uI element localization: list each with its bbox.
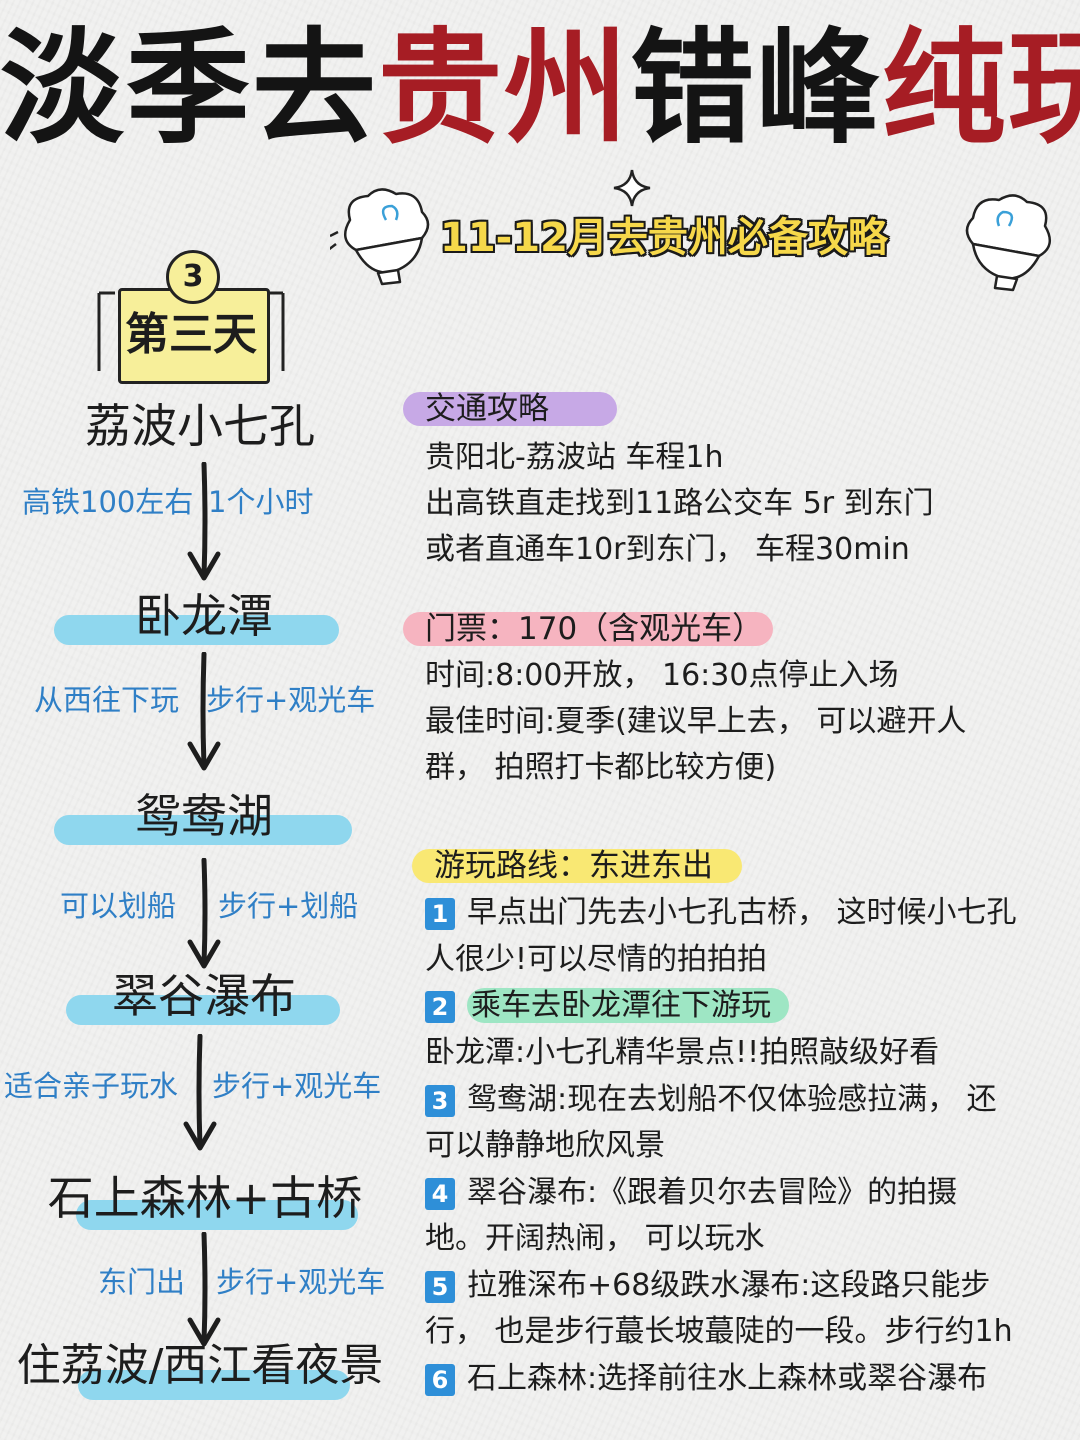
flow-note-left-2: 从西往下玩 [34, 683, 180, 717]
flow-note-left-4: 适合亲子玩水 [4, 1069, 179, 1103]
day-number-badge: 3 [166, 250, 220, 304]
page-title: 淡季去贵州错峰纯玩 [0, 14, 1080, 164]
route-item-1-text: 早点出门先去小七孔古桥， 这时候小七孔 [467, 895, 1017, 930]
title-part-2: 贵州 [378, 17, 631, 161]
route-item-3-cont: 可以静静地欣风景 [425, 1128, 665, 1163]
stop-highlight [54, 815, 352, 845]
route-number-5: 5 [425, 1270, 455, 1303]
flow-note-right-5: 步行+观光车 [216, 1265, 386, 1299]
route-item-5-text: 拉雅深布+68级跌水瀑布:这段路只能步 [467, 1268, 991, 1303]
title-part-1: 淡季去 [0, 17, 379, 161]
stop-highlight [54, 615, 339, 645]
traffic-line-3: 或者直通车10r到东门， 车程30min [425, 532, 910, 567]
ticket-tag: 门票：170（含观光车） [403, 612, 773, 646]
flow-stop-1: 荔波小七孔 [85, 399, 315, 453]
ticket-line-3: 群， 拍照打卡都比较方便) [425, 750, 777, 785]
ticket-line-2: 最佳时间:夏季(建议早上去， 可以避开人 [425, 704, 967, 739]
route-item-4: 4 翠谷瀑布:《跟着贝尔去冒险》的拍摄 [425, 1173, 957, 1213]
route-number-1: 1 [425, 897, 455, 930]
down-arrow-icon [183, 1034, 217, 1151]
flow-stop-6: 住荔波/西江看夜景 [16, 1340, 384, 1391]
day-badge [118, 288, 270, 384]
flow-note-right-2: 步行+观光车 [206, 683, 376, 717]
traffic-tag: 交通攻略 [403, 392, 617, 426]
down-arrow-icon [187, 1232, 221, 1347]
flow-note-right-4: 步行+观光车 [212, 1069, 382, 1103]
route-item-2-cont: 卧龙潭:小七孔精华景点!!拍照敲级好看 [425, 1035, 940, 1070]
route-number-6: 6 [425, 1363, 455, 1396]
flow-note-left-1: 高铁100左右 [22, 485, 194, 519]
route-item-3: 3 鸳鸯湖:现在去划船不仅体验感拉满， 还 [425, 1080, 997, 1120]
title-part-4: 纯玩 [882, 17, 1080, 161]
route-item-6-text: 石上森林:选择前往水上森林或翠谷瀑布 [467, 1361, 988, 1396]
traffic-line-1: 贵阳北-荔波站 车程1h [425, 440, 724, 475]
route-item-2: 2 乘车去卧龙潭往下游玩 [425, 986, 789, 1026]
stop-highlight [78, 1370, 350, 1400]
day-label: 第三天 [125, 309, 257, 360]
down-arrow-icon [187, 462, 221, 581]
down-arrow-icon [187, 858, 221, 969]
route-item-4-cont: 地。开阔热闹， 可以玩水 [425, 1221, 765, 1256]
route-item-3-text: 鸳鸯湖:现在去划船不仅体验感拉满， 还 [467, 1082, 997, 1117]
route-item-1-cont: 人很少!可以尽情的拍拍拍 [425, 942, 768, 977]
flow-stop-2: 卧龙潭 [135, 589, 273, 643]
route-item-2-text: 乘车去卧龙潭往下游玩 [467, 988, 789, 1023]
route-item-5-cont: 行， 也是步行蕞长坡蕞陡的一段。步行约1h [425, 1314, 1013, 1349]
flow-stop-5: 石上森林+古桥 [47, 1171, 363, 1225]
flow-stop-4: 翠谷瀑布 [112, 969, 296, 1023]
route-item-4-text: 翠谷瀑布:《跟着贝尔去冒险》的拍摄 [467, 1175, 958, 1210]
traffic-line-2: 出高铁直走找到11路公交车 5r 到东门 [425, 486, 934, 521]
sparkle-icon [613, 169, 651, 207]
title-part-3: 错峰 [630, 17, 883, 161]
route-number-3: 3 [425, 1084, 455, 1117]
stop-highlight [76, 1200, 358, 1230]
route-item-6: 6 石上森林:选择前往水上森林或翠谷瀑布 [425, 1359, 987, 1399]
route-number-2: 2 [425, 990, 455, 1023]
ticket-line-1: 时间:8:00开放， 16:30点停止入场 [425, 658, 899, 693]
subtitle-banner: 11-12月去贵州必备攻略 [440, 215, 888, 261]
flow-note-right-3: 步行+划船 [218, 889, 359, 923]
stop-highlight [66, 995, 340, 1025]
flow-note-left-3: 可以划船 [60, 889, 177, 923]
flow-note-left-5: 东门出 [98, 1265, 186, 1299]
route-item-1: 1 早点出门先去小七孔古桥， 这时候小七孔 [425, 893, 1017, 933]
flow-note-right-1: 1个小时 [208, 485, 314, 519]
down-arrow-icon [187, 652, 221, 771]
lightbulb-icon [330, 188, 430, 286]
lightbulb-icon [965, 194, 1052, 292]
route-tag: 游玩路线：东进东出 [412, 849, 742, 883]
route-number-4: 4 [425, 1177, 455, 1210]
flow-stop-3: 鸳鸯湖 [135, 789, 273, 843]
route-item-5: 5 拉雅深布+68级跌水瀑布:这段路只能步 [425, 1266, 990, 1306]
